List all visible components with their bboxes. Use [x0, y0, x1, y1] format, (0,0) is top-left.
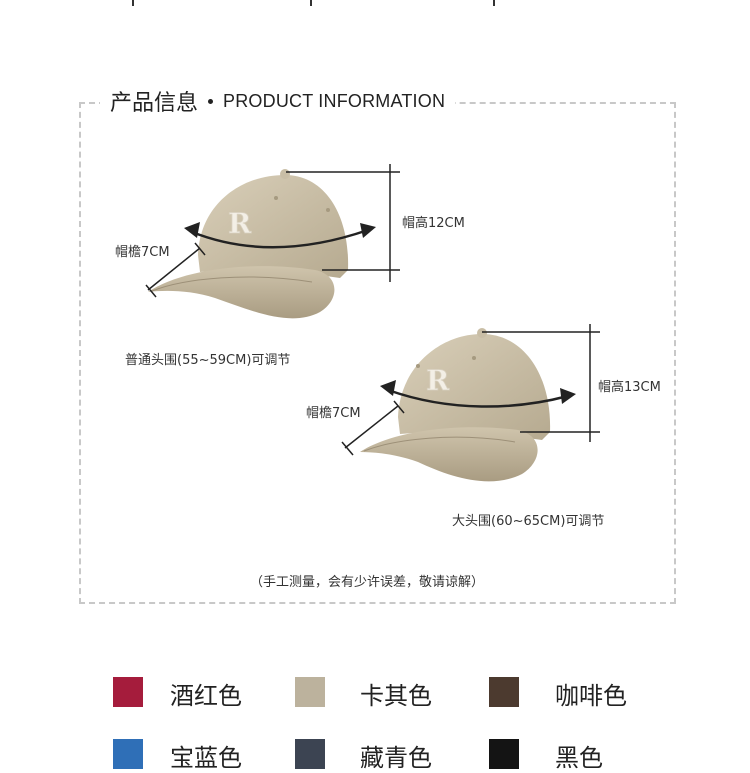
- color-name-royal-blue: 宝蓝色: [170, 744, 242, 772]
- top-divider-tick: [493, 0, 495, 6]
- svg-text:R: R: [426, 364, 450, 397]
- cap-large-image: R: [360, 328, 551, 482]
- header-title-cn: 产品信息: [110, 91, 199, 116]
- color-name-wine-red: 酒红色: [170, 682, 242, 710]
- header-title-en: PRODUCT INFORMATION: [223, 90, 446, 111]
- cap-large-measurements: [341, 324, 600, 456]
- cap-large-circumference-label: 大头围(60~65CM)可调节: [452, 514, 605, 529]
- cap-small-brim-label: 帽檐7CM: [115, 245, 170, 260]
- color-name-khaki: 卡其色: [360, 682, 432, 710]
- color-swatch-royal-blue: [113, 739, 143, 769]
- cap-small-height-label: 帽高12CM: [402, 216, 465, 231]
- cap-large-brim-label: 帽檐7CM: [306, 406, 361, 421]
- color-swatch-coffee: [489, 677, 519, 707]
- color-name-black: 黑色: [555, 744, 603, 772]
- color-swatch-khaki: [295, 677, 325, 707]
- color-swatch-black: [489, 739, 519, 769]
- measurement-note: （手工测量，会有少许误差，敬请谅解）: [250, 575, 485, 590]
- color-swatch-wine-red: [113, 677, 143, 707]
- top-divider-tick: [132, 0, 134, 6]
- color-name-navy: 藏青色: [360, 744, 432, 772]
- cap-large-height-label: 帽高13CM: [598, 380, 661, 395]
- color-swatch-navy: [295, 739, 325, 769]
- header-separator-dot: [208, 98, 214, 104]
- product-info-header: 产品信息 PRODUCT INFORMATION: [100, 84, 456, 118]
- top-divider-tick: [310, 0, 312, 6]
- svg-text:R: R: [228, 207, 252, 240]
- cap-small-image: R: [148, 169, 349, 319]
- color-name-coffee: 咖啡色: [555, 682, 627, 710]
- cap-small-circumference-label: 普通头围(55~59CM)可调节: [125, 353, 291, 368]
- cap-small-measurements: [145, 164, 400, 298]
